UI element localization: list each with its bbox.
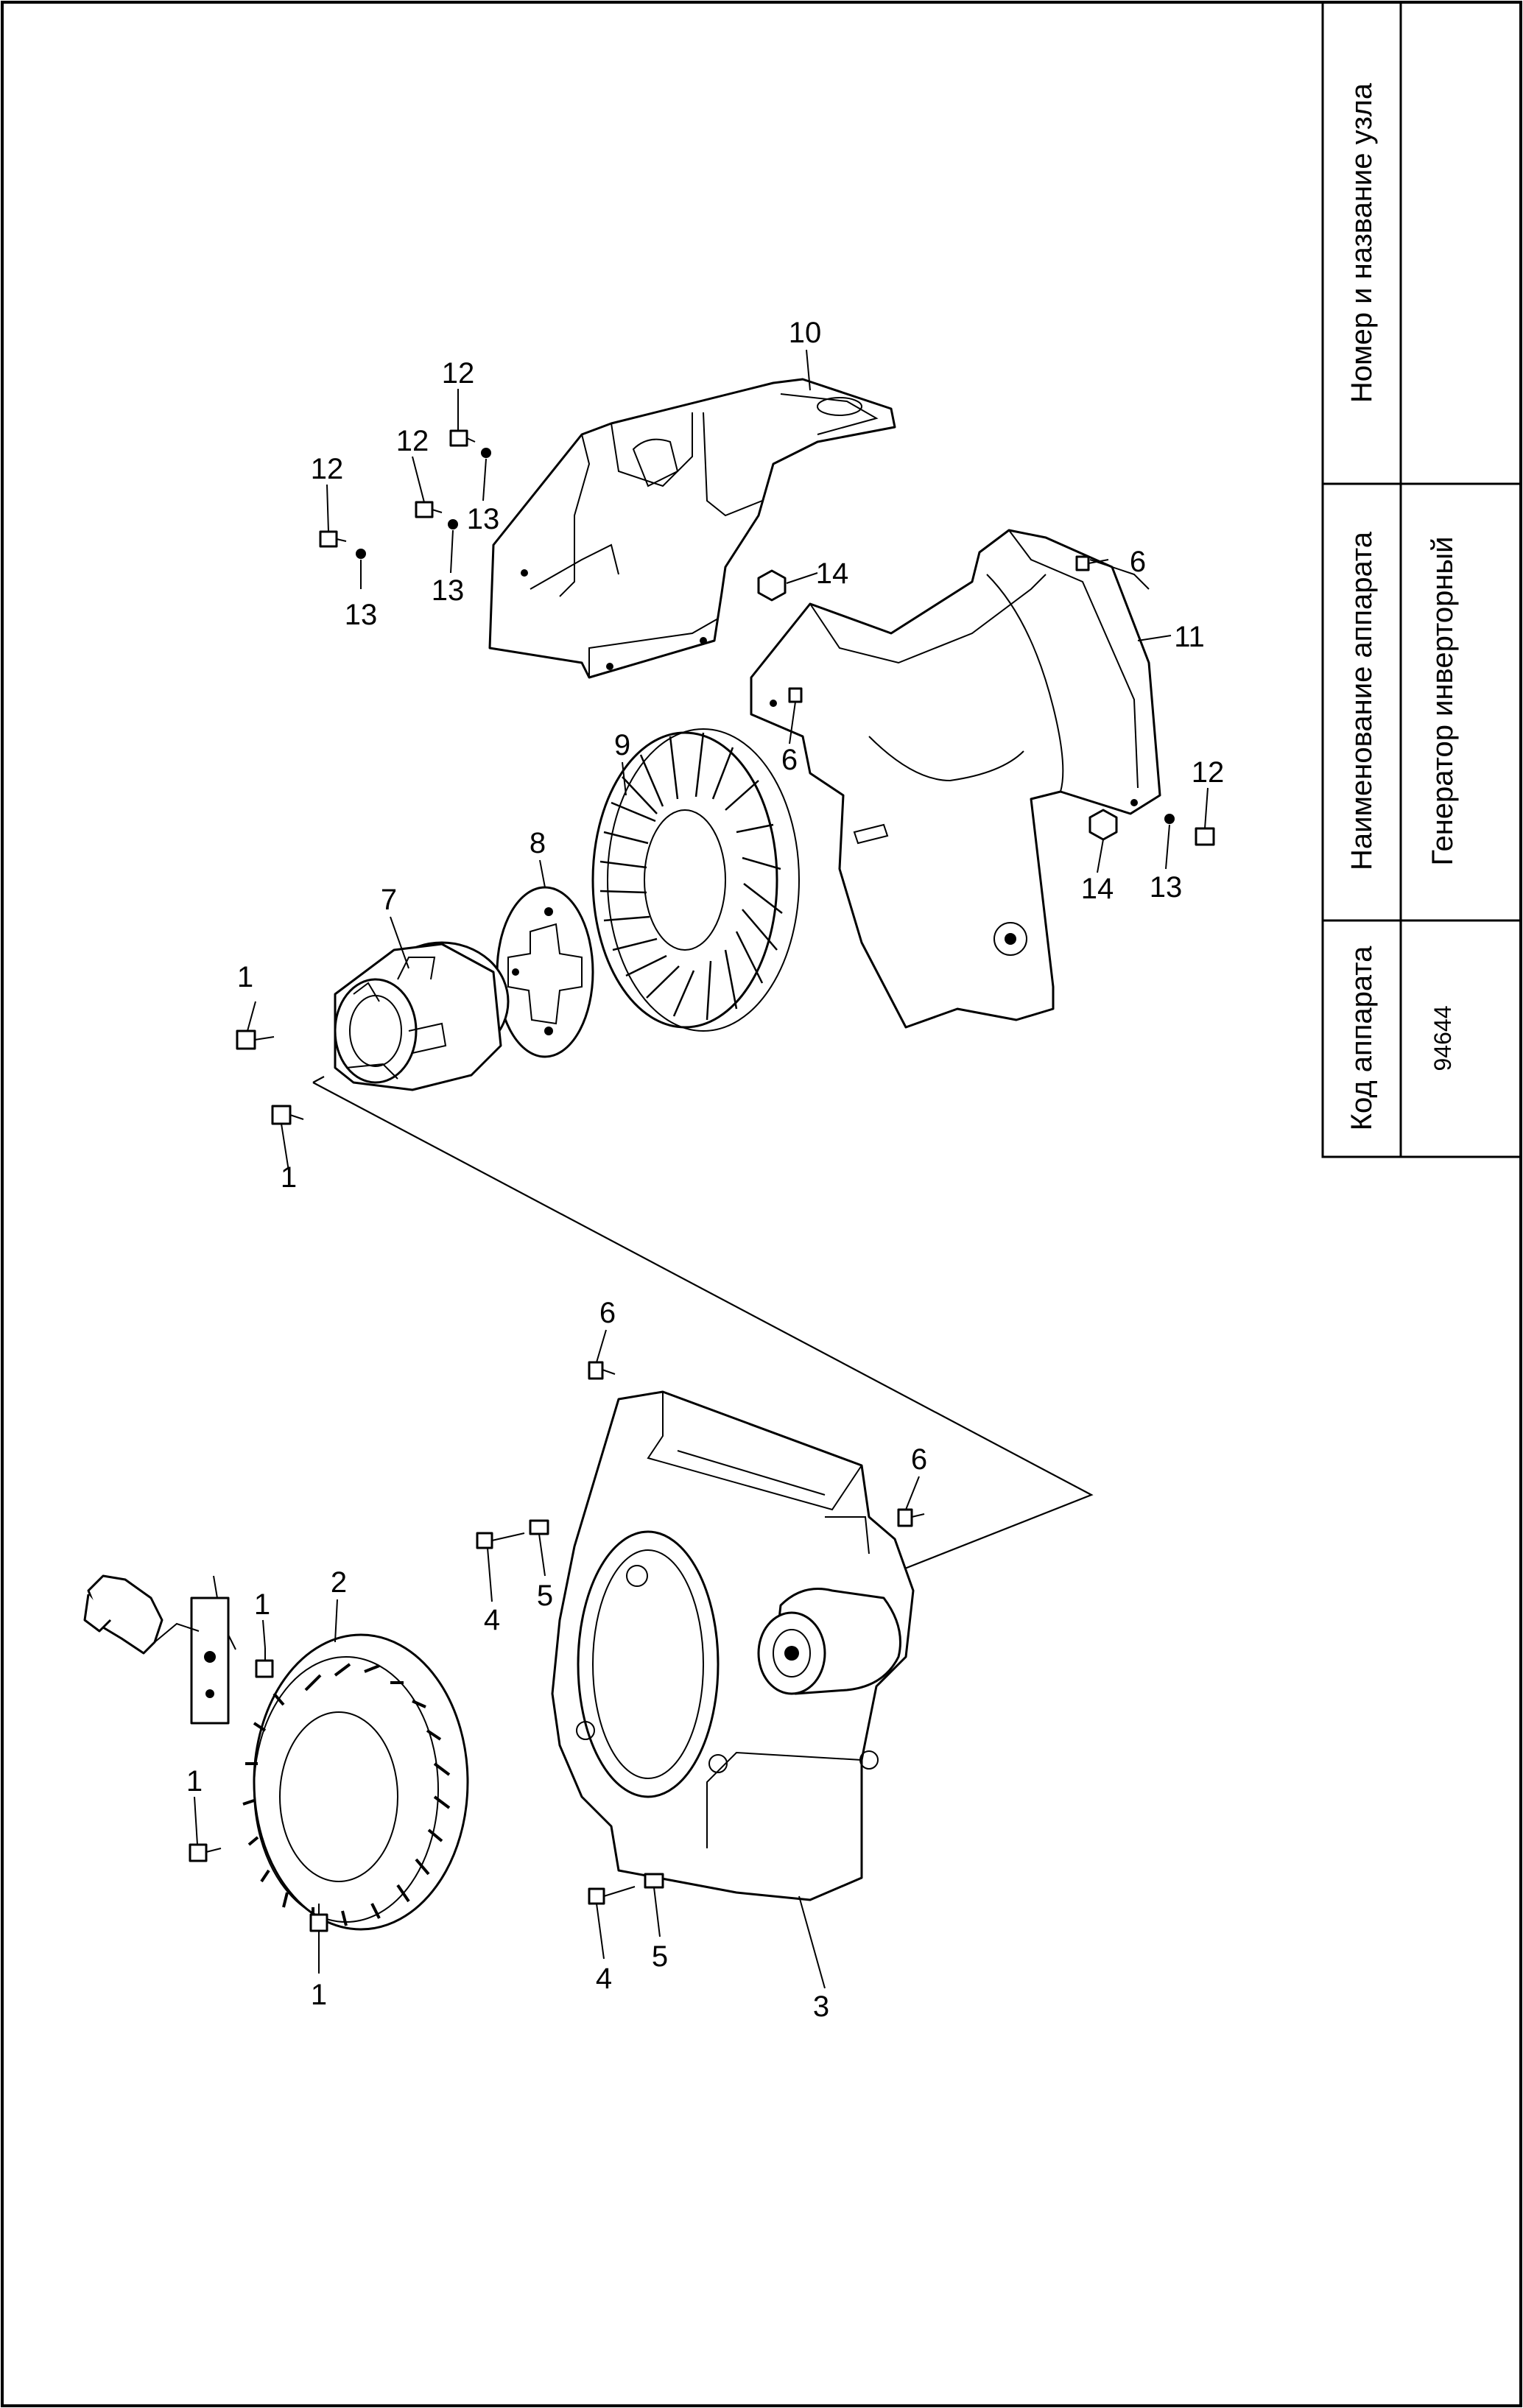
callout-13: 13 (345, 599, 378, 631)
bolt-12a (319, 530, 347, 548)
part-7-starter-cup (334, 941, 510, 1091)
device-code-header: Код аппарата (1346, 946, 1378, 1130)
washer-13d (1164, 814, 1175, 824)
bolt-4a (476, 1532, 525, 1549)
callout-5: 5 (537, 1580, 553, 1612)
callout-7: 7 (381, 884, 397, 916)
bolt-1c (255, 1648, 274, 1678)
nut-14b (1088, 809, 1118, 841)
callout-1: 1 (254, 1588, 270, 1621)
device-name-value: Генератор инверторный (1427, 536, 1459, 865)
bolt-12d (1195, 827, 1215, 846)
device-name-header: Наименование аппарата (1346, 531, 1378, 870)
washer-13c (481, 448, 491, 458)
bolt-1d (189, 1843, 222, 1862)
callout-14: 14 (816, 557, 849, 590)
part-10-upper-shroud (488, 378, 896, 679)
callout-12: 12 (442, 357, 475, 390)
washer-13b (448, 519, 458, 529)
washer-13a (356, 549, 366, 559)
callout-1: 1 (281, 1161, 297, 1194)
part-3-engine-shroud (551, 1390, 915, 1901)
screw-6b (897, 1508, 925, 1527)
device-code-value: 94644 (1429, 1006, 1456, 1071)
assembly-lines (312, 1076, 1094, 1585)
bolt-1b (271, 1105, 304, 1125)
callout-13: 13 (467, 503, 500, 535)
callout-13: 13 (432, 574, 465, 607)
callout-4: 4 (484, 1604, 500, 1636)
callout-1: 1 (237, 961, 253, 993)
callout-numbers: 1 1 1 1 1 2 3 4 4 5 5 6 6 6 6 7 8 9 10 1… (186, 317, 1224, 2023)
callout-2: 2 (331, 1566, 347, 1599)
spacer-5b (644, 1873, 664, 1889)
title-block: Номер и название узла Наименование аппар… (1321, 1, 1522, 1158)
callout-1: 1 (311, 1979, 327, 2011)
callout-5: 5 (652, 1940, 668, 1973)
callout-12: 12 (311, 453, 344, 485)
bolt-12b (415, 501, 443, 518)
part-9-flywheel (591, 728, 800, 1032)
node-name-header: Номер и название узла (1346, 82, 1378, 403)
screw-6c (788, 687, 803, 703)
starter-handle (83, 1574, 200, 1655)
callout-12: 12 (1192, 756, 1225, 789)
callout-6: 6 (1130, 546, 1146, 578)
callout-14: 14 (1081, 873, 1114, 905)
callout-1: 1 (186, 1765, 203, 1798)
nut-14a (757, 569, 787, 602)
bolt-1a (236, 1029, 275, 1050)
callout-3: 3 (813, 1990, 829, 2023)
callout-8: 8 (530, 827, 546, 859)
callout-4: 4 (596, 1962, 612, 1995)
callout-11: 11 (1174, 621, 1205, 653)
screw-6a (588, 1361, 616, 1380)
part-8-starter-plate (496, 886, 594, 1058)
callout-13: 13 (1150, 871, 1183, 904)
fasteners (189, 429, 1215, 1932)
bolt-4b (588, 1886, 636, 1905)
bolt-12c (449, 429, 476, 447)
callout-9: 9 (614, 729, 630, 761)
part-2-recoil-starter (190, 1575, 469, 1931)
callout-6: 6 (781, 744, 798, 776)
callout-12: 12 (396, 425, 429, 457)
callout-6: 6 (911, 1443, 927, 1476)
part-11-fan-cover (750, 529, 1161, 1029)
screw-6d (1075, 555, 1090, 571)
leader-lines (194, 349, 1209, 1989)
callout-6: 6 (599, 1297, 616, 1329)
callout-10: 10 (789, 317, 822, 349)
spacer-5a (529, 1519, 549, 1535)
